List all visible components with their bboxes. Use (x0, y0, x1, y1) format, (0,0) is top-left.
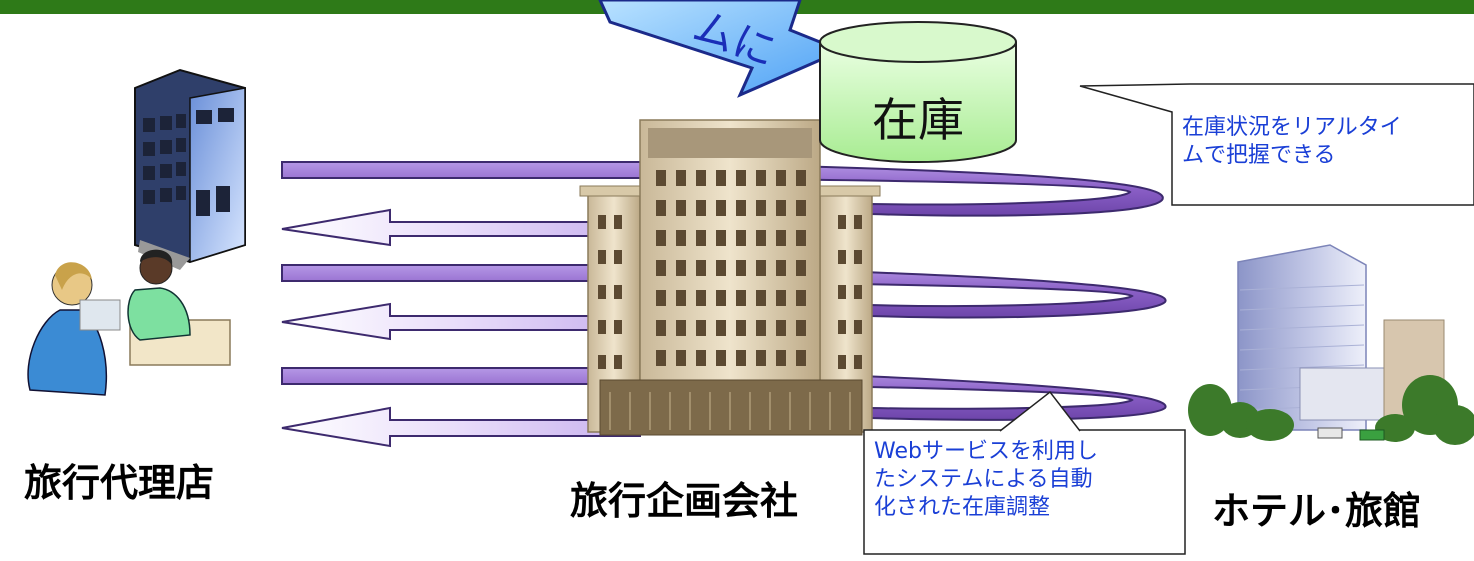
agency-staff-illustration (27, 249, 231, 396)
callout-bottom-text: Webサービスを利用し たシステムによる自動 化された在庫調整 (874, 438, 1184, 522)
planner-building-illustration (579, 119, 881, 436)
agency-office-illustration (134, 68, 246, 270)
callout-top-text: 在庫状況をリアルタイ ムで把握できる (1182, 114, 1474, 170)
database-cylinder (819, 21, 1017, 163)
flow-arrow-2 (281, 302, 641, 341)
callout-top-line-2: ムで把握できる (1182, 143, 1336, 168)
hotel-illustration (1188, 244, 1474, 445)
callout-bottom-shape (863, 390, 1186, 555)
database-label: 在庫 (872, 93, 964, 147)
flow-loops (281, 161, 1167, 448)
callout-bottom-line-1: Webサービスを利用し (874, 439, 1098, 464)
callout-bottom-line-3: 化された在庫調整 (874, 495, 1051, 520)
flow-arrow-1 (281, 208, 641, 247)
callout-top-line-1: 在庫状況をリアルタイ (1182, 115, 1402, 140)
top-blue-arrow: ムに (598, 0, 833, 98)
callout-bottom-line-2: たシステムによる自動 (874, 467, 1093, 492)
planner-label: 旅行企画会社 (570, 479, 799, 523)
agency-label: 旅行代理店 (24, 461, 215, 505)
flow-arrow-3 (281, 406, 641, 448)
hotel-label: ホテル･旅館 (1212, 489, 1422, 533)
callout-top-shape (1079, 83, 1474, 206)
